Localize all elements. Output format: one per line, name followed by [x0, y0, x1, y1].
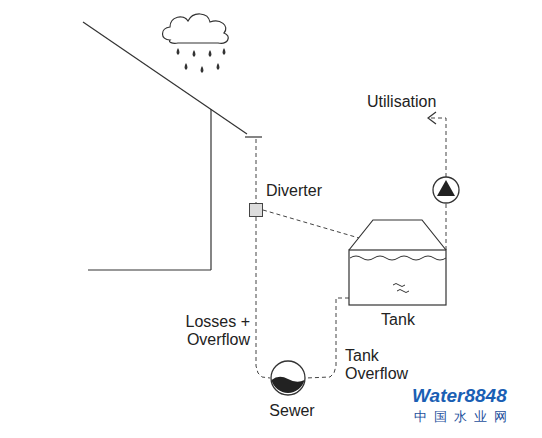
tank-outline [349, 219, 447, 306]
rain-drop [217, 63, 220, 70]
tank-overflow-label: Tank Overflow [345, 347, 437, 384]
node-label: Tank [381, 311, 415, 329]
losses-label: Losses + Overflow [158, 313, 250, 350]
pump-line [428, 112, 459, 250]
rain-drop [193, 50, 196, 57]
water-symbol [393, 284, 409, 293]
rain-drop [223, 48, 226, 55]
tank-shape: Tank [349, 219, 447, 306]
rain-drop [201, 66, 204, 73]
sewer-water [272, 377, 305, 393]
node-label: Diverter [266, 182, 322, 200]
utilisation-label: Utilisation [367, 93, 436, 111]
pump-triangle [437, 180, 455, 196]
rain-cloud [163, 14, 229, 73]
tank-body [349, 250, 446, 305]
sewer-circle: Sewer [270, 360, 306, 396]
gutter [245, 136, 262, 137]
cloud-shape [163, 14, 229, 43]
tank-lid [349, 220, 446, 250]
house-base [88, 269, 211, 270]
pipe-connector [256, 217, 270, 378]
downpipe [256, 139, 257, 203]
sewer-pipe [271, 361, 305, 395]
pump-suction-line [446, 203, 447, 250]
watermark-text: 中国水业网 [414, 410, 514, 425]
diverter-box: Diverter [249, 203, 263, 217]
watermark-logo: Water8848 [412, 385, 507, 407]
node-label: Sewer [269, 402, 314, 420]
rain-drop [209, 50, 212, 57]
utilisation-line [430, 118, 446, 177]
water-surface [350, 256, 446, 260]
pipe-connector [306, 298, 349, 378]
pipe-connector [263, 210, 359, 238]
utilisation-arrowhead [428, 112, 436, 124]
house-outline [83, 22, 262, 270]
rain-drop [177, 48, 180, 55]
sewer-outline [270, 360, 306, 396]
rain-drops [177, 48, 226, 73]
house-wall [210, 109, 211, 270]
rain-drop [185, 63, 188, 70]
pump-symbol [433, 177, 459, 203]
